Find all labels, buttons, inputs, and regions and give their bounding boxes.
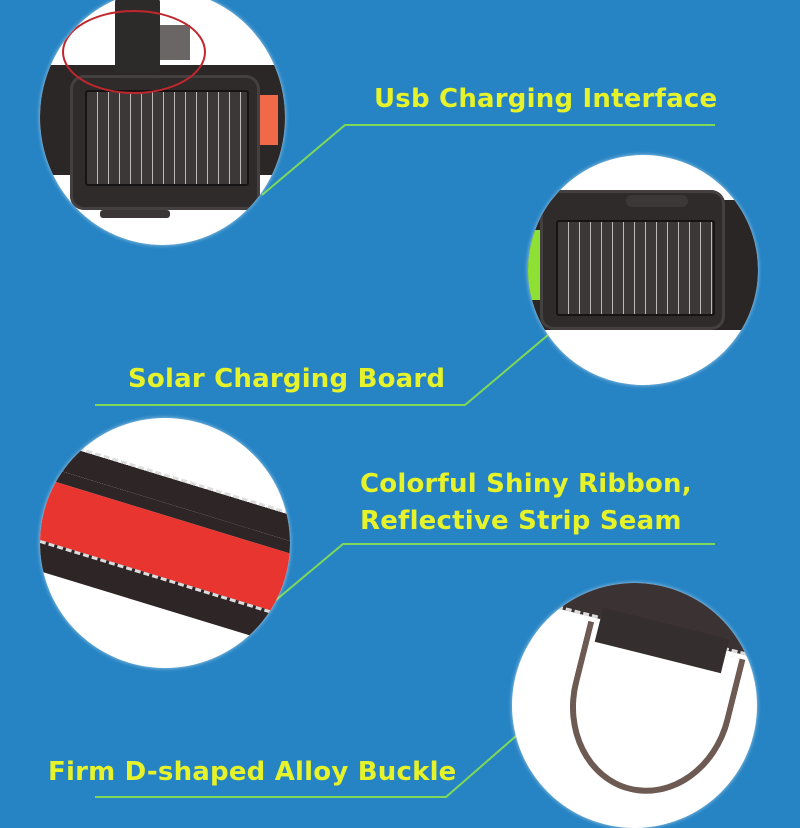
feature-label-solar-charging: Solar Charging Board [128,364,446,394]
solar-panel-closeup-image [528,155,758,385]
d-ring-buckle-closeup-image [512,583,757,828]
usb-port-closeup-image [40,0,285,245]
feature-label-ribbon-line1: Colorful Shiny Ribbon, [360,469,692,499]
feature-label-usb-charging: Usb Charging Interface [374,84,718,114]
reflective-ribbon-closeup-image [40,418,290,668]
feature-label-d-buckle: Firm D-shaped Alloy Buckle [48,757,457,787]
feature-label-ribbon-line2: Reflective Strip Seam [360,506,682,536]
